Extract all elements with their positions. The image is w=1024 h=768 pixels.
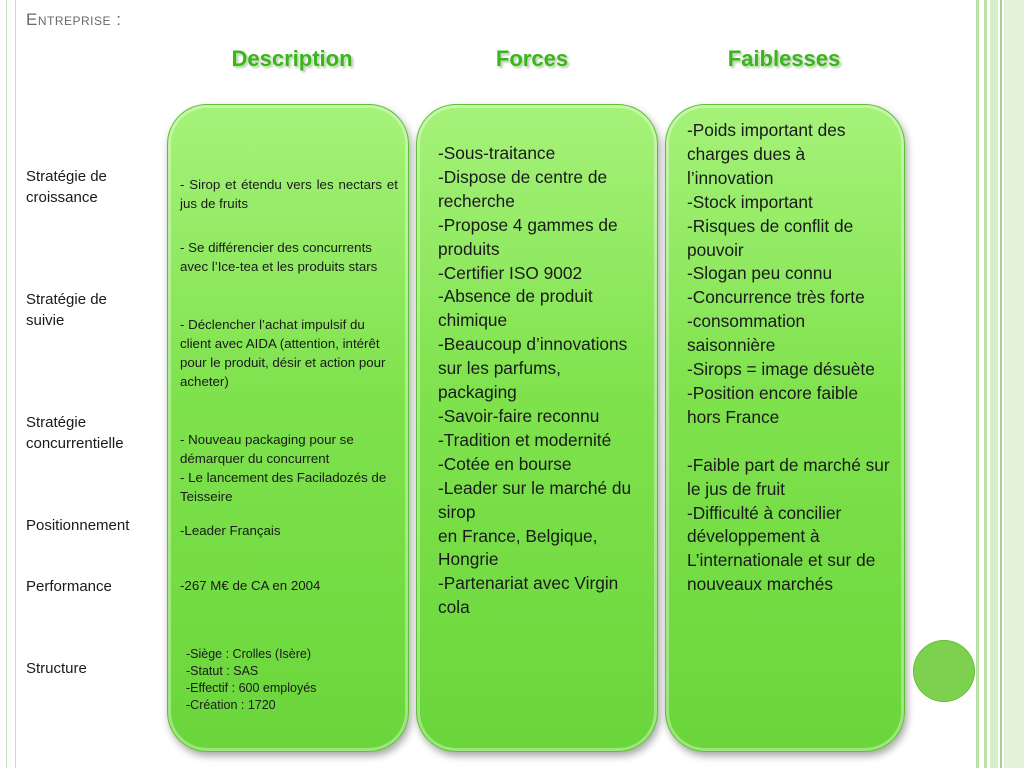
right-decorative-stripes <box>976 0 1024 768</box>
column-header-faiblesses: Faiblesses <box>727 46 841 71</box>
description-positionnement: -Leader Français <box>180 523 281 538</box>
row-label-croissance: Stratégie de croissance <box>26 168 107 206</box>
row-label-concurrentielle: Stratégie concurrentielle <box>26 414 124 452</box>
decorative-circle <box>913 640 975 702</box>
description-croissance: - Sirop et étendu vers les nectars et ju… <box>180 177 398 211</box>
description-concurrentielle: - Nouveau packaging pour se démarquer du… <box>180 432 387 504</box>
left-frame-border <box>6 0 16 768</box>
column-header-description: Description <box>231 46 353 71</box>
column-header-forces: Forces <box>495 46 569 71</box>
description-suivie-aida: - Déclencher l’achat impulsif du client … <box>180 317 386 389</box>
description-suivie-differencier: - Se différencier des concurrents avec l… <box>180 240 378 274</box>
forces-list: -Sous-traitance -Dispose de centre de re… <box>438 143 632 618</box>
description-performance: -267 M€ de CA en 2004 <box>180 578 321 593</box>
slide-title: Entreprise : <box>26 10 122 29</box>
faiblesses-panel: -Poids important des charges dues à l’in… <box>665 104 905 752</box>
forces-panel: -Sous-traitance -Dispose de centre de re… <box>416 104 658 752</box>
row-label-structure: Structure <box>26 660 87 677</box>
row-label-positionnement: Positionnement <box>26 517 130 534</box>
description-structure: -Siège : Crolles (Isère) -Statut : SAS -… <box>186 647 317 712</box>
row-label-performance: Performance <box>26 578 112 595</box>
description-panel: - Sirop et étendu vers les nectars et ju… <box>167 104 409 752</box>
row-label-suivie: Stratégie de suivie <box>26 291 107 329</box>
faiblesses-list: -Poids important des charges dues à l’in… <box>687 120 890 595</box>
